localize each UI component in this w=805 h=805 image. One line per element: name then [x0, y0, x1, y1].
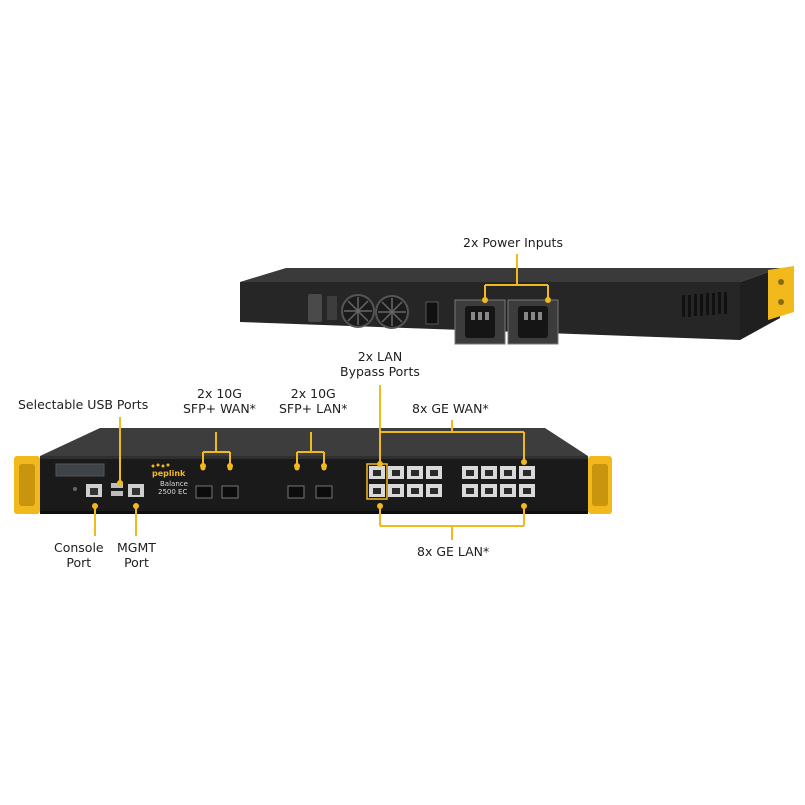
peplink-logo: peplink	[151, 463, 186, 478]
power-inputs-label: 2x Power Inputs	[463, 235, 563, 250]
brand-name: peplink	[152, 469, 186, 478]
model-name: Balance	[160, 480, 188, 488]
callout-dots	[92, 459, 527, 509]
sfp-lan-ports	[287, 465, 333, 499]
usb-ports-label: Selectable USB Ports	[18, 397, 149, 412]
fan-icon	[375, 295, 409, 329]
sfp-lan-label: 2x 10G SFP+ LAN*	[279, 386, 348, 416]
front-unit: peplink Balance 2500 EC	[14, 428, 612, 514]
model-number: 2500 EC	[158, 488, 187, 496]
callout-lines	[94, 385, 525, 540]
mgmt-port-label: MGMT Port	[117, 540, 156, 570]
console-port-label: Console Port	[54, 540, 104, 570]
fan-icon	[341, 294, 375, 328]
ge-wan-label: 8x GE WAN*	[412, 401, 489, 416]
serial-port-rear	[308, 294, 322, 322]
usb-port-1	[111, 483, 123, 488]
sfp-wan-label: 2x 10G SFP+ WAN*	[183, 386, 256, 416]
ge-lan-label: 8x GE LAN*	[417, 544, 490, 559]
rear-unit	[240, 254, 794, 345]
power-supply-2	[507, 299, 559, 345]
usb-port-2	[111, 491, 123, 496]
lan-bypass-label: 2x LAN Bypass Ports	[340, 349, 420, 379]
power-supply-1	[454, 299, 506, 345]
